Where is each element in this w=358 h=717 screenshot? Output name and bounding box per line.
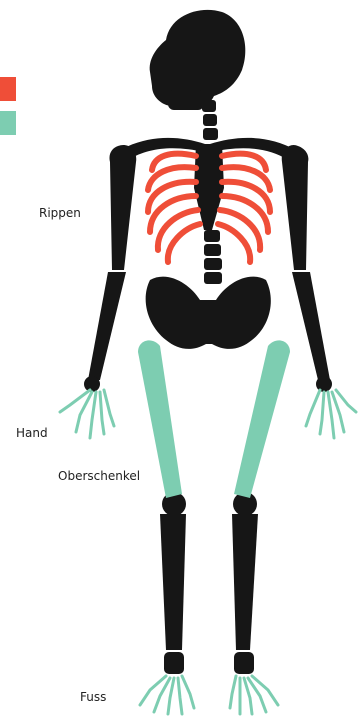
label-foot: Fuss [80, 690, 106, 704]
pelvis [146, 277, 271, 349]
left-humerus [109, 145, 136, 270]
right-shin [232, 514, 258, 650]
label-hand: Hand [16, 426, 48, 440]
left-shin [160, 514, 186, 650]
right-humerus [282, 145, 309, 270]
right-femur [234, 340, 290, 498]
left-femur [138, 340, 182, 498]
jaw [168, 90, 204, 110]
label-ribs: Rippen [39, 206, 81, 220]
left-forearm [88, 272, 126, 380]
right-forearm [292, 272, 330, 380]
label-thigh: Oberschenkel [58, 469, 140, 483]
